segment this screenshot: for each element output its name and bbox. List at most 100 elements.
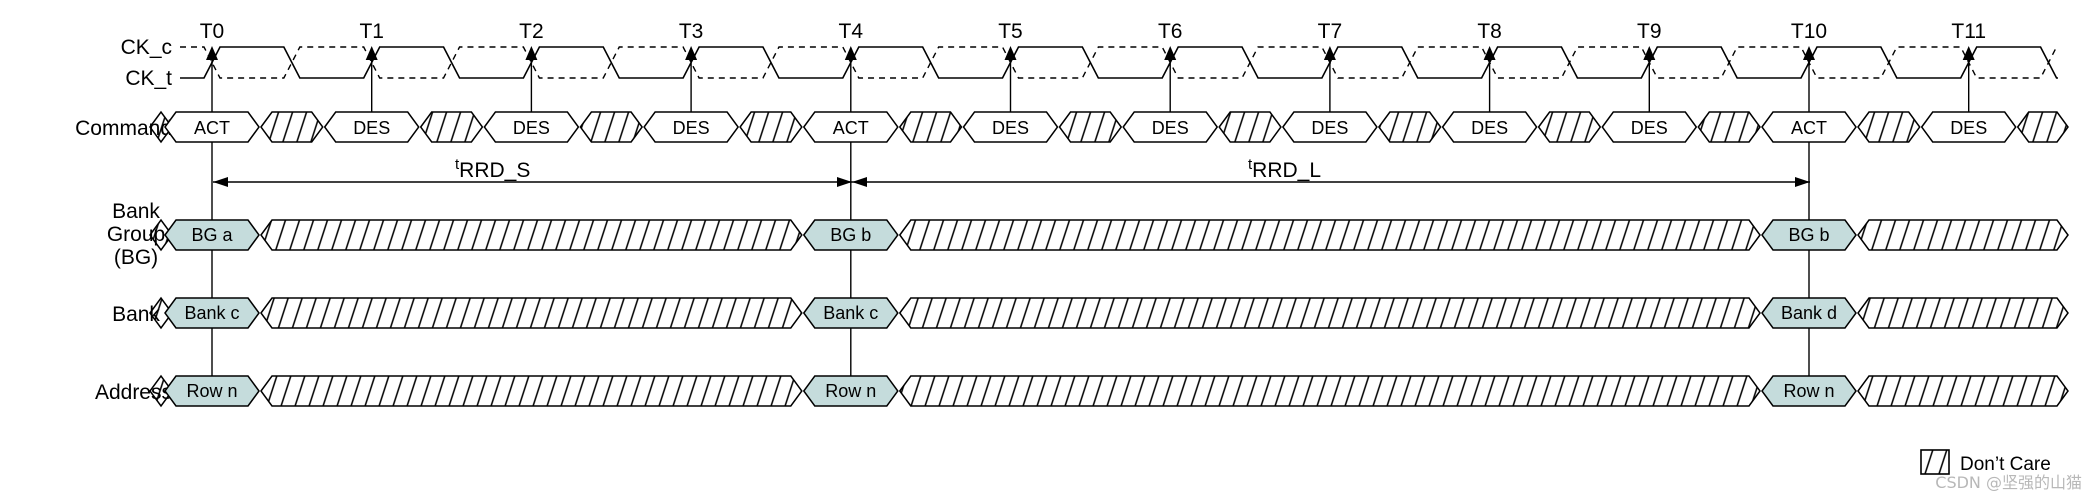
rising-edge-arrow-icon [1962,46,1975,60]
rrd-l-sup: t [1248,156,1253,173]
dont-care-swatch [1920,449,1950,475]
bank-value-box [802,297,899,329]
rising-edge-arrow-icon [1004,46,1017,60]
command-dont-care [1218,111,1282,143]
timing-annotations: tRRD_S tRRD_L [213,156,1810,187]
address-dont-care [898,375,1761,407]
command-box [164,111,260,143]
tick-label-t6: T6 [1158,20,1183,43]
rising-edge-arrow-icon [1164,46,1177,60]
address-value-box [802,375,899,407]
bank-value-box [1761,297,1857,329]
bank-group-dont-care [1857,219,2069,251]
rrd-l-arrow-left [852,177,867,187]
bank-row: Bank c Bank c Bank d [149,296,2069,330]
command-text: ACT [1791,118,1827,138]
bank-value-text: Bank c [184,303,239,323]
bank-group-value-text: BG b [830,225,871,245]
command-dont-care [739,111,803,143]
command-box [962,111,1059,143]
command-box [643,111,740,143]
command-box [1920,111,2017,143]
command-box [1281,111,1378,143]
rising-edge-arrow-icon [685,46,698,60]
bank-dont-care [1857,297,2069,329]
tick-label-t3: T3 [679,20,704,43]
command-box [1761,111,1857,143]
command-dont-care [579,111,644,143]
tick-label-t1: T1 [359,20,384,43]
reference-lines [211,142,1810,376]
address-value-box [1761,375,1857,407]
rising-edge-arrow-icon [365,46,378,60]
rrd-s-sup: t [455,156,460,173]
command-text: DES [1471,118,1508,138]
address-dont-care [1857,375,2069,407]
command-dont-care [898,111,963,143]
command-text: DES [513,118,550,138]
command-text: DES [1152,118,1189,138]
bank-group-dont-care [898,219,1761,251]
rrd-s-label: tRRD_S [455,156,530,182]
tick-label-t4: T4 [839,20,864,43]
rrd-s-arrow-left [213,177,228,187]
rising-edge-arrow-icon [844,46,857,60]
command-text: DES [1950,118,1987,138]
command-dont-care [2016,111,2069,143]
bank-group-label-3: (BG) [114,246,158,269]
bank-group-value-box [1761,219,1857,251]
bank-value-box [164,297,260,329]
signal-labels: CK_c CK_t Command Bank Group (BG) Bank A… [75,36,172,404]
tick-label-t11: T11 [1951,20,1986,43]
command-dont-care [260,111,324,143]
command-dont-care [1857,111,1921,143]
bank-group-value-text: BG a [191,225,233,245]
command-text: DES [353,118,390,138]
rrd-s-arrow-right [837,177,852,187]
command-text: DES [1631,118,1668,138]
rrd-l-arrow-right [1795,177,1810,187]
command-dont-care [1537,111,1602,143]
clock-c-wave [180,46,2058,79]
address-value-text: Row n [186,381,237,401]
bank-group-label-2: Group [107,223,165,246]
rrd-s-main: RRD_S [459,159,530,182]
watermark: CSDN @坚强的山猫 [1935,473,2082,492]
command-box [1441,111,1538,143]
rising-edge-arrow-icon [525,46,538,60]
command-box [483,111,580,143]
command-box [802,111,899,143]
bank-group-value-text: BG b [1788,225,1829,245]
address-value-text: Row n [825,381,876,401]
command-box [1122,111,1219,143]
rising-edge-arrow-icon [1483,46,1496,60]
clock-t-wave [180,46,2058,79]
command-label: Command [75,117,172,140]
bank-value-text: Bank c [823,303,878,323]
tick-label-t10: T10 [1791,20,1827,43]
address-value-text: Row n [1783,381,1834,401]
command-dont-care [1697,111,1761,143]
tick-label-t2: T2 [519,20,544,43]
command-text: DES [992,118,1029,138]
command-text: DES [673,118,710,138]
tick-label-t0: T0 [200,20,225,43]
command-dont-care [1058,111,1123,143]
tick-label-t9: T9 [1637,20,1662,43]
bank-group-value-box [164,219,260,251]
address-row: Row n Row n Row n [149,374,2069,408]
bank-group-dont-care [260,219,803,251]
rising-edge-arrow-icon [206,46,218,60]
command-text: ACT [194,118,230,138]
dont-care-label: Don’t Care [1960,454,2051,475]
legend: Don’t Care [1920,449,2051,475]
command-dont-care [419,111,484,143]
bank-group-label-1: Bank [112,200,160,223]
bank-value-text: Bank d [1781,303,1837,323]
address-value-box [164,375,260,407]
command-dont-care [1377,111,1442,143]
bank-dont-care [260,297,803,329]
